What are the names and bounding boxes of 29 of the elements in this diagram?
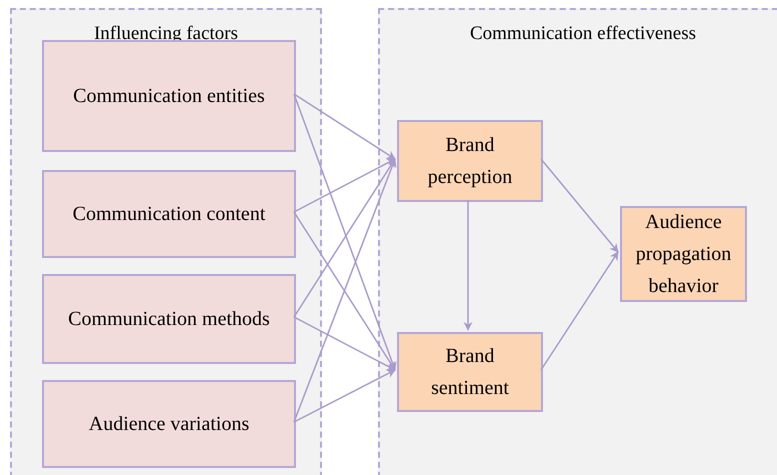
process-box [42,380,296,468]
panel-heading: Communication effectiveness [468,22,697,46]
arrow [540,158,619,253]
process-box [397,120,543,202]
panel-heading: Influencing factors [92,22,240,46]
arrow [293,94,396,371]
box-label: Audience propagation behavior [634,210,732,299]
arrow [294,158,396,213]
arrow [464,200,472,331]
dashed-panel [10,8,322,475]
arrow [293,212,396,371]
box-label: Communication entities [73,84,265,109]
box-label: Brand sentiment [430,344,510,401]
box-label: Audience variations [88,412,250,437]
arrow [293,158,396,422]
process-box [397,332,543,412]
arrow [293,158,396,318]
box-label: Communication content [72,202,266,227]
process-box [620,206,747,302]
arrow [540,251,619,370]
arrow [294,369,396,423]
box-label: Communication methods [68,307,270,332]
box-label: Brand perception [426,133,514,190]
arrow [294,93,396,160]
dashed-panel [378,8,777,475]
process-box [42,170,296,258]
arrow [294,316,396,371]
process-box [42,274,296,364]
process-box [42,40,296,152]
